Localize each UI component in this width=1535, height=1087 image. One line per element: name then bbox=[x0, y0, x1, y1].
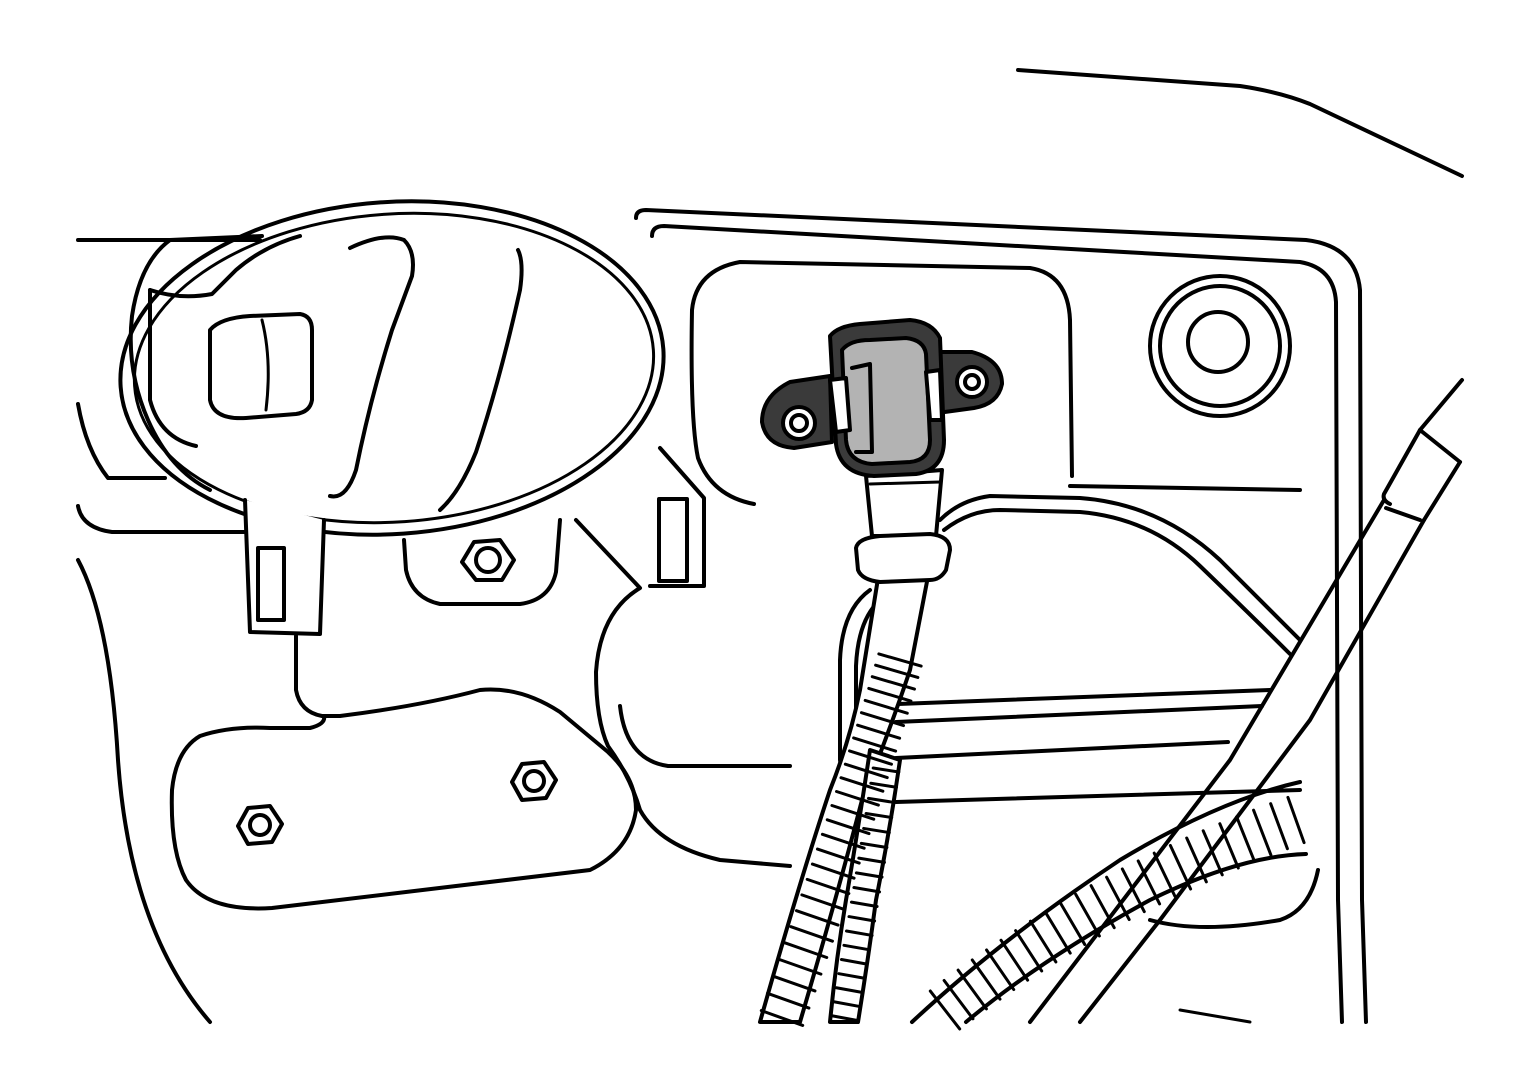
door-handle bbox=[118, 199, 666, 537]
conduit-ribs-right bbox=[928, 795, 1306, 1031]
sensor-body bbox=[840, 336, 932, 466]
lower-bracket-plate bbox=[169, 634, 638, 911]
conduit-rib bbox=[765, 991, 811, 1010]
conduit-rib bbox=[859, 841, 889, 850]
conduit-rib bbox=[859, 711, 906, 728]
conduit-rib bbox=[1028, 919, 1058, 964]
conduit-rib bbox=[843, 762, 889, 780]
conduit-rib bbox=[852, 886, 882, 894]
mounting-nut-left bbox=[236, 804, 284, 846]
conduit-rib bbox=[863, 698, 909, 715]
conduit-rib bbox=[1043, 910, 1072, 955]
conduit-rib bbox=[810, 862, 856, 880]
conduit-ribs-main bbox=[759, 652, 923, 1027]
sensor-module bbox=[760, 318, 1004, 478]
sensor-bolt-right bbox=[955, 365, 989, 399]
conduit-rib bbox=[1286, 795, 1306, 845]
conduit-rib bbox=[1136, 859, 1162, 906]
conduit-rib bbox=[837, 972, 866, 980]
grommet bbox=[1148, 274, 1292, 418]
conduit-rib bbox=[832, 1000, 861, 1008]
conduit-rib bbox=[857, 856, 886, 864]
conduit-rib bbox=[1089, 884, 1116, 930]
conduit-rib bbox=[777, 957, 823, 976]
conduit-rib bbox=[852, 736, 898, 753]
conduit-rib bbox=[854, 871, 884, 879]
conduit-rib bbox=[999, 938, 1030, 982]
conduit-rib bbox=[820, 832, 866, 850]
conduit-rib bbox=[1168, 843, 1193, 891]
handle-mounting-tabs bbox=[243, 446, 706, 636]
conduit-rib bbox=[1074, 892, 1101, 938]
conduit-rib bbox=[829, 1014, 859, 1022]
conduit-rib bbox=[1269, 802, 1289, 851]
conduit-rib bbox=[834, 986, 864, 994]
conduit-rib bbox=[783, 941, 829, 960]
conduit-rib bbox=[867, 686, 913, 703]
conduit-rib bbox=[871, 766, 901, 774]
conduit-rib bbox=[839, 776, 885, 793]
conduit-rib bbox=[835, 789, 880, 807]
conduit-rib bbox=[870, 675, 916, 691]
center-panel bbox=[574, 518, 792, 868]
conduit-rib bbox=[1105, 875, 1131, 922]
conduit-rib bbox=[825, 818, 871, 836]
conduit-rib bbox=[1120, 867, 1146, 914]
conduit-rib bbox=[942, 978, 975, 1021]
conduit-rib bbox=[759, 1009, 805, 1027]
conduit-rib bbox=[877, 652, 923, 668]
conduit-rib bbox=[928, 989, 962, 1031]
conduit-rib bbox=[1252, 808, 1273, 857]
conduit-rib bbox=[800, 893, 846, 911]
conduit-rib bbox=[970, 958, 1002, 1001]
door-recess-panel bbox=[634, 208, 1368, 1024]
conduit-rib bbox=[1235, 815, 1257, 863]
conduit-rib bbox=[869, 781, 898, 789]
conduit-rib bbox=[956, 968, 988, 1011]
conduit-rib bbox=[842, 943, 872, 952]
conduit-rib bbox=[830, 804, 876, 821]
conduit-rib bbox=[1058, 901, 1087, 946]
conduit-rib bbox=[985, 948, 1016, 992]
mounting-nut-right bbox=[510, 760, 558, 802]
harness-conduit-right bbox=[910, 780, 1320, 1031]
sensor-bolt-left bbox=[781, 405, 817, 441]
conduit-rib bbox=[815, 847, 861, 865]
conduit-rib bbox=[862, 826, 891, 835]
regulator-rails bbox=[894, 484, 1302, 804]
conduit-rib bbox=[789, 925, 834, 943]
wire-boot bbox=[854, 468, 952, 584]
conduit-rib bbox=[794, 909, 840, 927]
door-cable bbox=[1028, 378, 1464, 1024]
mounting-nut-upper bbox=[460, 538, 516, 582]
conduit-rib bbox=[1201, 829, 1224, 877]
conduit-rib bbox=[1218, 822, 1240, 870]
conduit-rib bbox=[1185, 836, 1208, 884]
window-frame-line bbox=[1016, 68, 1464, 178]
harness-conduit-main bbox=[758, 564, 932, 1027]
conduit-rib bbox=[864, 811, 894, 820]
conduit-rib bbox=[1152, 851, 1177, 898]
conduit-rib bbox=[847, 915, 877, 923]
conduit-rib bbox=[874, 663, 920, 679]
conduit-rib bbox=[856, 723, 902, 740]
conduit-rib bbox=[848, 749, 893, 766]
conduit-rib bbox=[771, 974, 817, 993]
conduit-rib bbox=[866, 796, 896, 804]
conduit-rib bbox=[844, 929, 874, 937]
conduit-rib bbox=[805, 877, 851, 896]
conduit-rib bbox=[1014, 929, 1044, 973]
conduit-rib bbox=[849, 900, 879, 908]
conduit-rib bbox=[839, 958, 869, 966]
conduit-ribs-branch bbox=[829, 766, 901, 1022]
